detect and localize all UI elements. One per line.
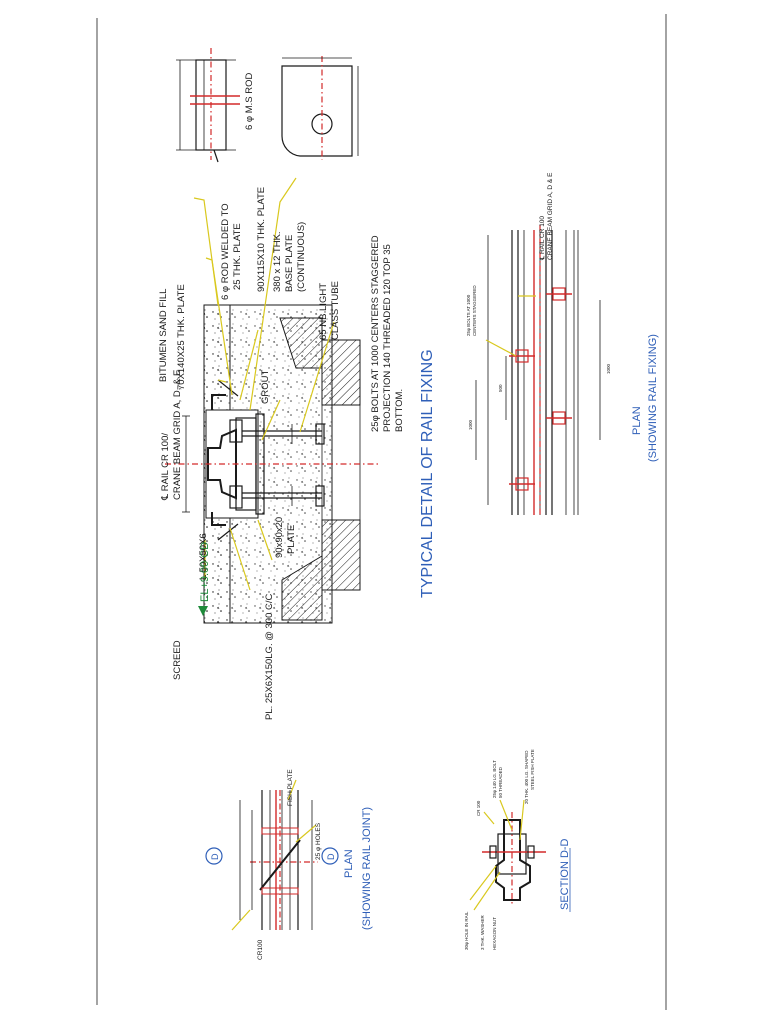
- plan-bolts-note-2: CENTERS STAGGERED: [472, 285, 477, 336]
- plate-90x90-label-1: 90x90x20: [274, 517, 285, 558]
- dd-fish-label-1: 20 THK. 400 LG. SHAPED: [524, 750, 529, 804]
- dd-hole-label: 30φ HOLE IN RAIL: [464, 911, 469, 950]
- tube-label-1: 65 NB LIGHT: [318, 283, 329, 340]
- plan-rail-label-2: CRANE BEAM GRID A, D & E: [547, 172, 554, 260]
- plan-rail-joint: D D FISH PLATE 25 φ HOLES CR100 PLAN (SH…: [205, 769, 373, 960]
- section-dd-title: SECTION D-D: [559, 838, 571, 910]
- anchor-bolts: [229, 419, 325, 509]
- plan-fixing-title-1: PLAN: [631, 406, 643, 435]
- plan-rail-label-1: ℄ RAIL CR 100: [539, 216, 546, 261]
- plan-dim-b: 500: [498, 384, 503, 392]
- plate-90-label: 90X115X10 THK. PLATE: [256, 187, 267, 292]
- base-plate-label-2: BASE PLATE: [284, 235, 295, 292]
- plan-joint-title-2: (SHOWING RAIL JOINT): [361, 807, 373, 930]
- main-labels: ℄ RAIL CR 100/ CRANE BEAM GRID A, D, & E…: [158, 187, 436, 720]
- plan-joint-title-1: PLAN: [343, 849, 355, 878]
- rod-6-label: 6 φ ROD WELDED TO: [220, 203, 231, 300]
- sheet-border: [96, 14, 667, 1010]
- plate-90x90-label-2: PLATE: [286, 525, 297, 554]
- plate-detail: [281, 56, 359, 160]
- plan-rail-fixing: ℄ RAIL CR 100 CRANE BEAM GRID A, D & E 2…: [466, 172, 659, 515]
- base-plate-label-1: 380 x 12 THK.: [272, 231, 283, 292]
- dd-washer-label: 3 THK. WASHER: [480, 914, 485, 950]
- main-detail: ℄ RAIL CR 100/ CRANE BEAM GRID A, D, & E…: [158, 177, 436, 720]
- holes-label: 25 φ HOLES: [315, 822, 322, 860]
- base-plate-label-3: (CONTINUOUS): [296, 222, 307, 292]
- joint-cr100-label: CR100: [257, 939, 264, 960]
- concrete-section: [203, 304, 361, 624]
- joint-marker-right: D: [326, 853, 336, 860]
- crane-beam-label: CRANE BEAM GRID A, D, & E: [172, 370, 183, 500]
- pl-25-label: PL. 25X6X150LG. @ 300 C/C: [264, 594, 275, 720]
- plan-dim-a: 1000: [468, 419, 473, 430]
- grout-label: GROUT: [260, 370, 271, 405]
- plan-bolts-note-1: 25φ BOLTS AT 1000: [466, 294, 471, 336]
- elevation-marker: [198, 606, 208, 616]
- plate-70-label: 70X140X25 THK. PLATE: [176, 284, 187, 390]
- bolts-label-2: PROJECTION 140 THREADED 120 TOP 35: [382, 244, 393, 432]
- dd-bolt-label-2: 50 THREADED: [498, 766, 503, 798]
- elevation-label: EL+9.00 CD: [199, 542, 211, 602]
- dd-nut-label: HEXAGON NUT: [492, 917, 497, 950]
- angle-l50: [211, 379, 239, 541]
- rod-detail: 6 φ M.S ROD: [176, 48, 255, 163]
- screed-label: SCREED: [172, 640, 183, 680]
- bolts-label-3: BOTTOM.: [394, 389, 405, 432]
- plan-dim-c: 1000: [606, 363, 611, 374]
- bitumen-label: BITUMEN SAND FILL: [158, 289, 169, 382]
- rod-6b-label: 25 THK. PLATE: [232, 223, 243, 290]
- dd-bolt-label-1: 25φ 140 LG. BOLT: [492, 760, 497, 798]
- dd-fish-label-2: STEEL FISH PLATE: [530, 749, 535, 790]
- tube-label-2: CLASS TUBE: [330, 281, 341, 340]
- fish-plate-label: FISH PLATE: [287, 769, 294, 806]
- dd-cr100-label: CR 100: [476, 800, 481, 816]
- bolts-label-1: 25φ BOLTS AT 1000 CENTERS STAGGERED: [370, 235, 381, 432]
- ms-rod-label: 6 φ M.S ROD: [244, 72, 255, 130]
- angle-label: L 50X50X6: [198, 533, 209, 580]
- joint-marker-left: D: [210, 853, 220, 860]
- leader-lines: [193, 177, 335, 591]
- main-detail-title: TYPICAL DETAIL OF RAIL FIXING: [419, 349, 436, 598]
- plan-fixing-title-2: (SHOWING RAIL FIXING): [647, 334, 659, 462]
- section-dd: CR 100 25φ 140 LG. BOLT 50 THREADED 20 T…: [464, 749, 571, 950]
- rail-centerline-label: ℄ RAIL CR 100/: [160, 433, 171, 501]
